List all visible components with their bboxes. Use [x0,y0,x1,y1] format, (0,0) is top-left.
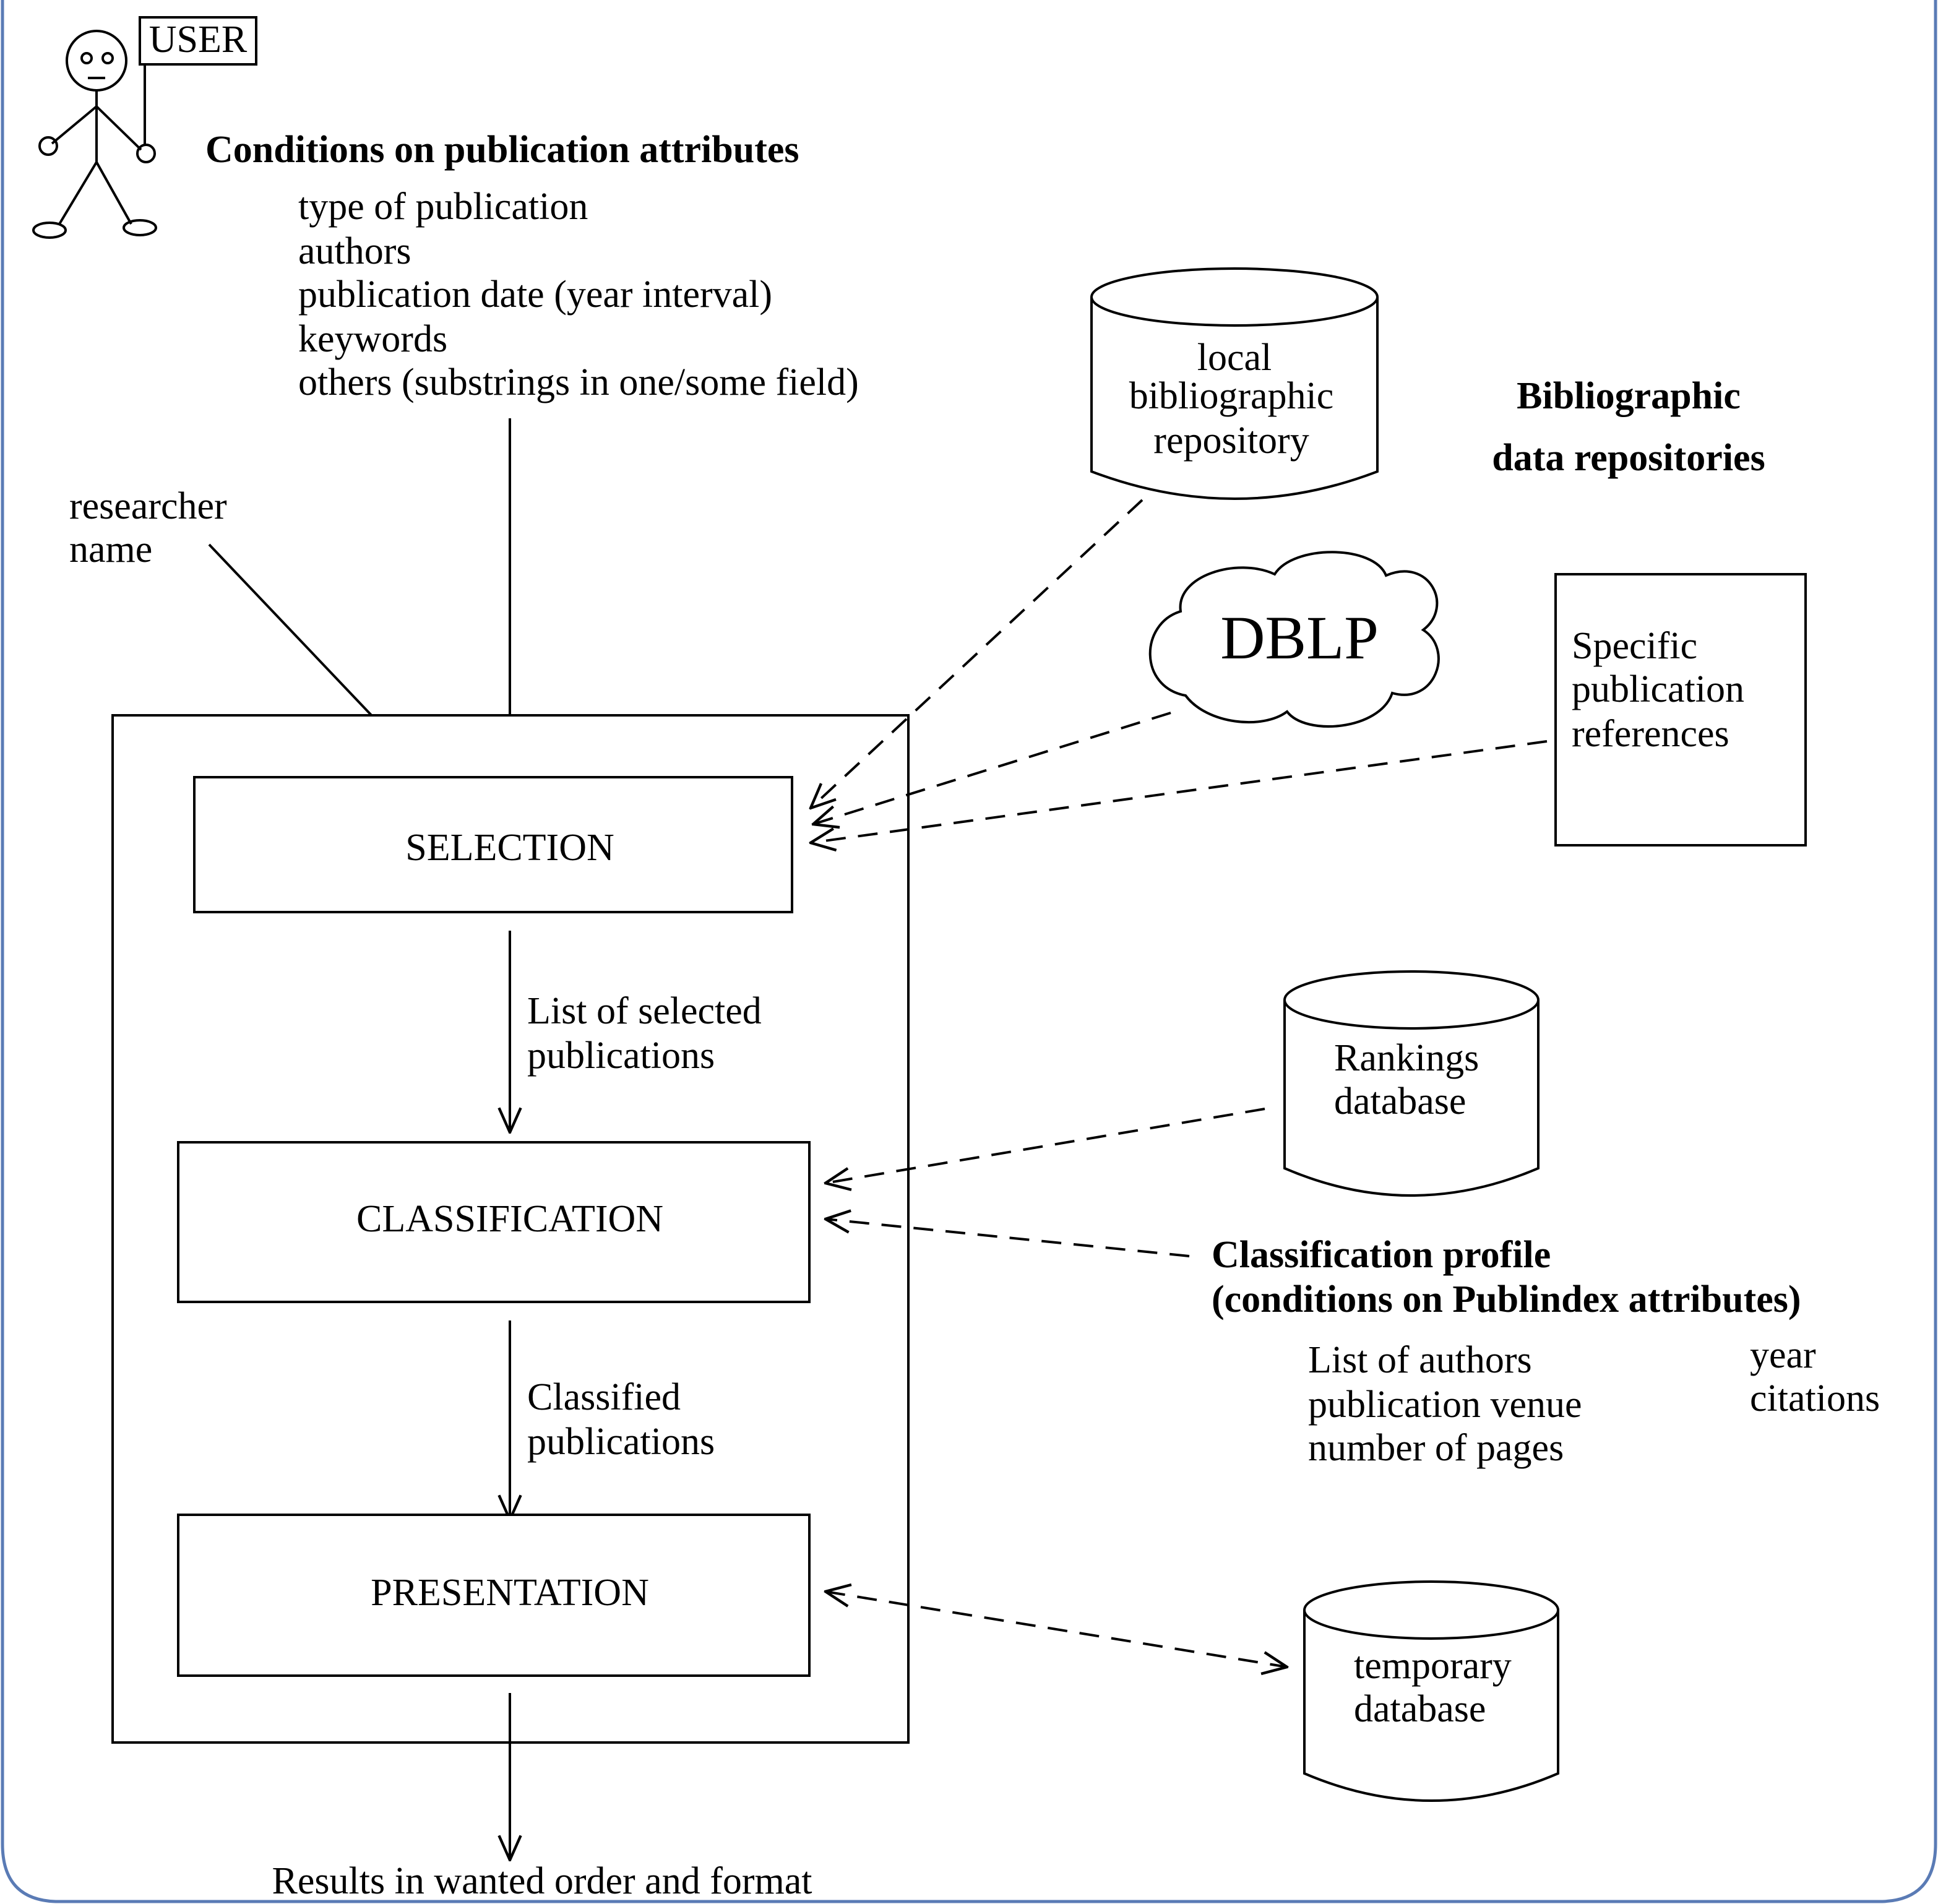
temporary-database-cylinder [1303,1580,1559,1802]
profile-attribute: publication venue [1308,1384,1582,1426]
temporary-database-label: temporary [1354,1645,1512,1687]
presentation-box [177,1514,811,1677]
rankings-database-label: database [1334,1080,1466,1122]
condition-item: publication date (year interval) [298,274,772,316]
classification-label: CLASSIFICATION [356,1198,663,1240]
local-repository-cylinder [1090,267,1379,500]
classified-label: publications [527,1421,715,1463]
specific-references-label: Specific [1572,625,1697,667]
repositories-heading: Bibliographic [1517,375,1741,417]
local-repository-label: local [1197,337,1272,379]
condition-item: type of publication [298,186,588,228]
condition-item: keywords [298,318,447,360]
presentation-label: PRESENTATION [371,1572,649,1614]
condition-item: authors [298,230,411,272]
selected-label: List of selected [527,990,762,1032]
classification-profile-heading: Classification profile [1212,1234,1551,1276]
dblp-label: DBLP [1220,603,1379,672]
dblp-cloud-icon [1148,551,1440,728]
rankings-database-cylinder [1283,970,1540,1197]
local-repository-label: bibliographic [1129,375,1334,417]
specific-references-label: references [1572,713,1729,755]
specific-references-box [1554,573,1807,846]
researcher-label: name [69,528,152,571]
rankings-database-label: Rankings [1334,1037,1479,1079]
selected-label: publications [527,1035,715,1077]
classified-label: Classified [527,1376,681,1418]
classification-profile-link [825,1219,1190,1257]
profile-attribute: number of pages [1308,1427,1564,1469]
temporary-database-link [825,1592,1287,1667]
local-repository-link [811,499,1143,808]
profile-attribute: citations [1750,1377,1880,1419]
selection-box [193,776,793,913]
local-repository-label: repository [1153,420,1309,462]
specific-references-link [811,740,1548,843]
specific-references-label: publication [1572,668,1744,710]
condition-item: others (substrings in one/some field) [298,361,859,403]
selection-label: SELECTION [405,827,614,869]
repositories-heading: data repositories [1492,437,1765,479]
user-sign [139,16,257,66]
stick-figure-icon [32,30,157,239]
classification-box [177,1141,811,1303]
researcher-label: researcher [69,485,227,527]
results-label: Results in wanted order and format [272,1860,812,1902]
classification-profile-heading: (conditions on Publindex attributes) [1212,1278,1801,1320]
rankings-link [825,1108,1265,1183]
profile-attribute: List of authors [1308,1339,1532,1381]
profile-attribute: year [1750,1334,1816,1376]
temporary-database-label: database [1354,1688,1486,1730]
user-sign-label: USER [149,19,248,61]
conditions-heading: Conditions on publication attributes [205,129,799,171]
